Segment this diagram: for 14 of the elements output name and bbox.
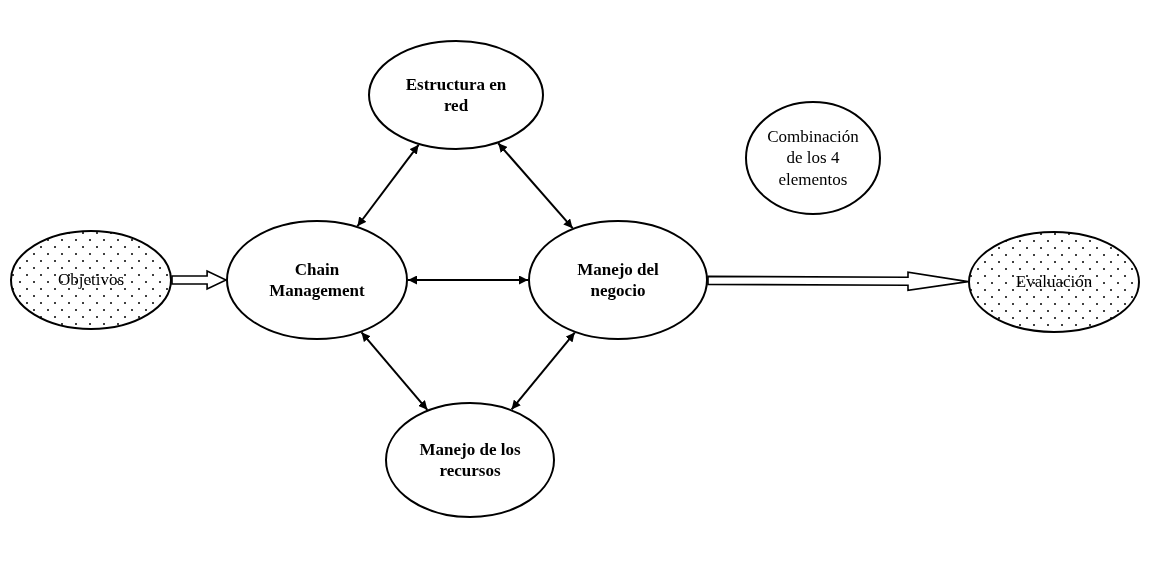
node-label: Chain Management [268, 258, 366, 302]
double-arrow [407, 275, 529, 285]
block-arrow [171, 269, 228, 291]
node-label: Objetivos [57, 269, 125, 291]
node-label: Estructura en red [404, 73, 508, 117]
double-arrow [510, 331, 576, 411]
double-arrow [356, 143, 420, 228]
block-arrow [707, 271, 969, 292]
node-label: Manejo del negocio [576, 258, 660, 302]
node-label: Evaluación [1015, 271, 1093, 293]
node-label: Manejo de los recursos [418, 438, 522, 482]
double-arrow [497, 142, 574, 230]
double-arrow [360, 331, 429, 411]
node-label: Combinación de los 4 elementos [766, 126, 860, 190]
